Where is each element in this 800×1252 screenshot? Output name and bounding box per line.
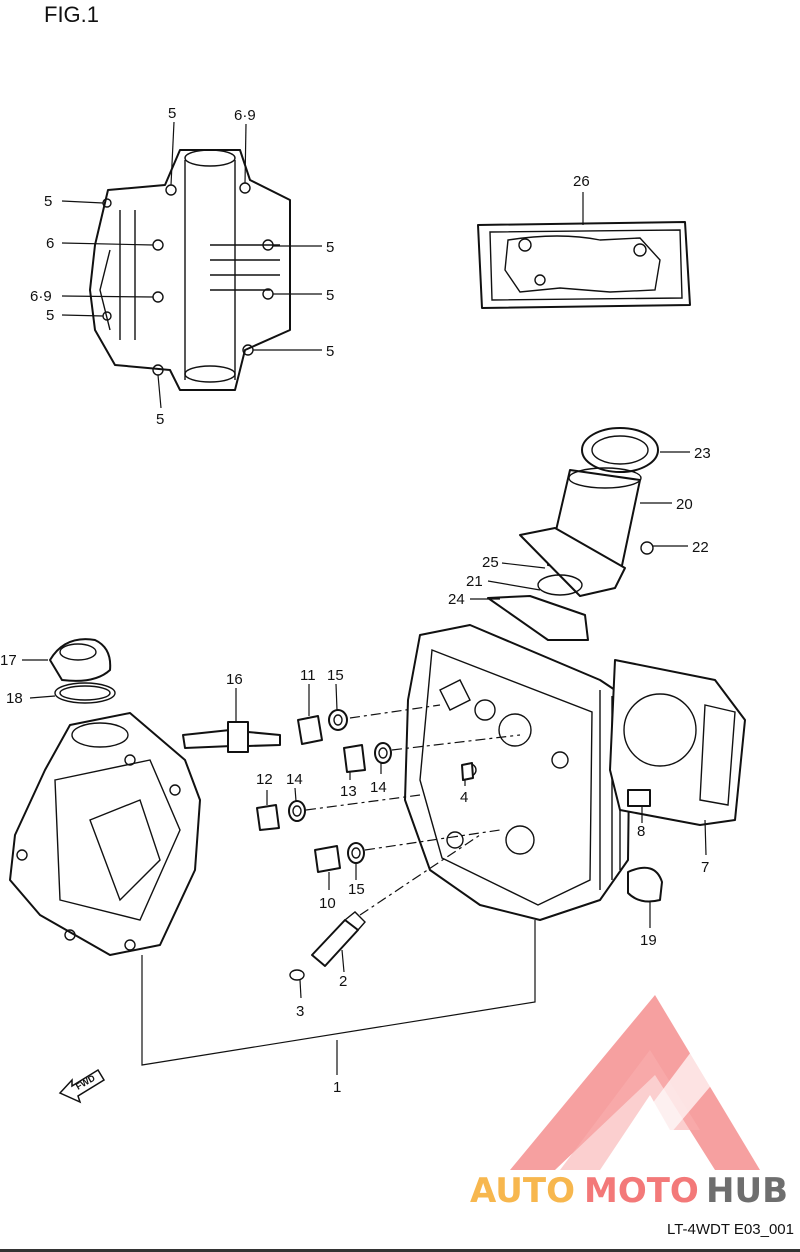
callout-3: 3 bbox=[296, 1003, 304, 1020]
washer-14-low bbox=[288, 787, 306, 822]
callout-5: 5 bbox=[44, 193, 52, 210]
nut-13 bbox=[343, 744, 366, 780]
fwd-arrow-icon: FWD bbox=[58, 1068, 106, 1104]
callout-6-9: 6·9 bbox=[234, 107, 256, 124]
callout-16: 16 bbox=[226, 671, 243, 688]
bottom-border bbox=[0, 1249, 800, 1252]
intake-assembly bbox=[470, 427, 690, 641]
callout-6: 6 bbox=[46, 235, 54, 252]
callout-14: 14 bbox=[286, 771, 303, 788]
nut-12 bbox=[256, 790, 280, 831]
callout-2: 2 bbox=[339, 973, 347, 990]
callout-19: 19 bbox=[640, 932, 657, 949]
callout-5: 5 bbox=[168, 105, 176, 122]
washer-15-top bbox=[328, 683, 348, 731]
callout-1: 1 bbox=[333, 1079, 341, 1096]
washer-14-mid bbox=[374, 742, 392, 774]
oil-filler-cap-17 bbox=[49, 638, 112, 682]
nut-11 bbox=[297, 684, 323, 745]
callout-6-9: 6·9 bbox=[30, 288, 52, 305]
watermark-moto: MOTO bbox=[584, 1171, 699, 1211]
callout-15: 15 bbox=[327, 667, 344, 684]
top-view-leaders bbox=[61, 121, 322, 409]
callout-17: 17 bbox=[0, 652, 17, 669]
cylinder-head-main bbox=[404, 624, 631, 921]
callout-23: 23 bbox=[694, 445, 711, 462]
head-gasket-7 bbox=[609, 659, 746, 856]
dowel-pin-8 bbox=[627, 789, 651, 823]
watermark-hub: HUB bbox=[706, 1171, 788, 1211]
bolt-2 bbox=[311, 911, 366, 973]
callout-10: 10 bbox=[319, 895, 336, 912]
callout-24: 24 bbox=[448, 591, 465, 608]
callout-26: 26 bbox=[573, 173, 590, 190]
callout-8: 8 bbox=[637, 823, 645, 840]
callout-5: 5 bbox=[46, 307, 54, 324]
callout-4: 4 bbox=[460, 789, 468, 806]
callout-22: 22 bbox=[692, 539, 709, 556]
callout-25: 25 bbox=[482, 554, 499, 571]
callout-11: 11 bbox=[300, 667, 316, 684]
callout-18: 18 bbox=[6, 690, 23, 707]
o-ring-3 bbox=[289, 969, 305, 999]
o-ring-18 bbox=[54, 682, 116, 704]
callout-13: 13 bbox=[340, 783, 357, 800]
callout-5: 5 bbox=[326, 239, 334, 256]
diagram-code: LT-4WDT E03_001 bbox=[666, 1221, 794, 1238]
callout-21: 21 bbox=[466, 573, 483, 590]
callout-7: 7 bbox=[701, 859, 709, 876]
callout-20: 20 bbox=[676, 496, 693, 513]
figure-title: FIG.1 bbox=[44, 2, 100, 27]
assembly-bracket-1 bbox=[141, 920, 536, 1075]
spark-plug-16 bbox=[182, 688, 281, 753]
callout-5: 5 bbox=[156, 411, 164, 428]
nut-10 bbox=[314, 845, 341, 890]
watermark-logo bbox=[510, 995, 760, 1170]
callout-5: 5 bbox=[326, 343, 334, 360]
callout-12: 12 bbox=[256, 771, 273, 788]
stud-4 bbox=[461, 762, 474, 786]
gasket-kit-26 bbox=[477, 192, 691, 309]
callout-15: 15 bbox=[348, 881, 365, 898]
callout-14: 14 bbox=[370, 779, 387, 796]
washer-15-low bbox=[347, 842, 365, 880]
cap-19 bbox=[627, 866, 663, 928]
watermark-auto: AUTO bbox=[470, 1171, 575, 1211]
cylinder-head-cover bbox=[9, 712, 201, 956]
head-top-view bbox=[89, 149, 291, 391]
callout-5: 5 bbox=[326, 287, 334, 304]
